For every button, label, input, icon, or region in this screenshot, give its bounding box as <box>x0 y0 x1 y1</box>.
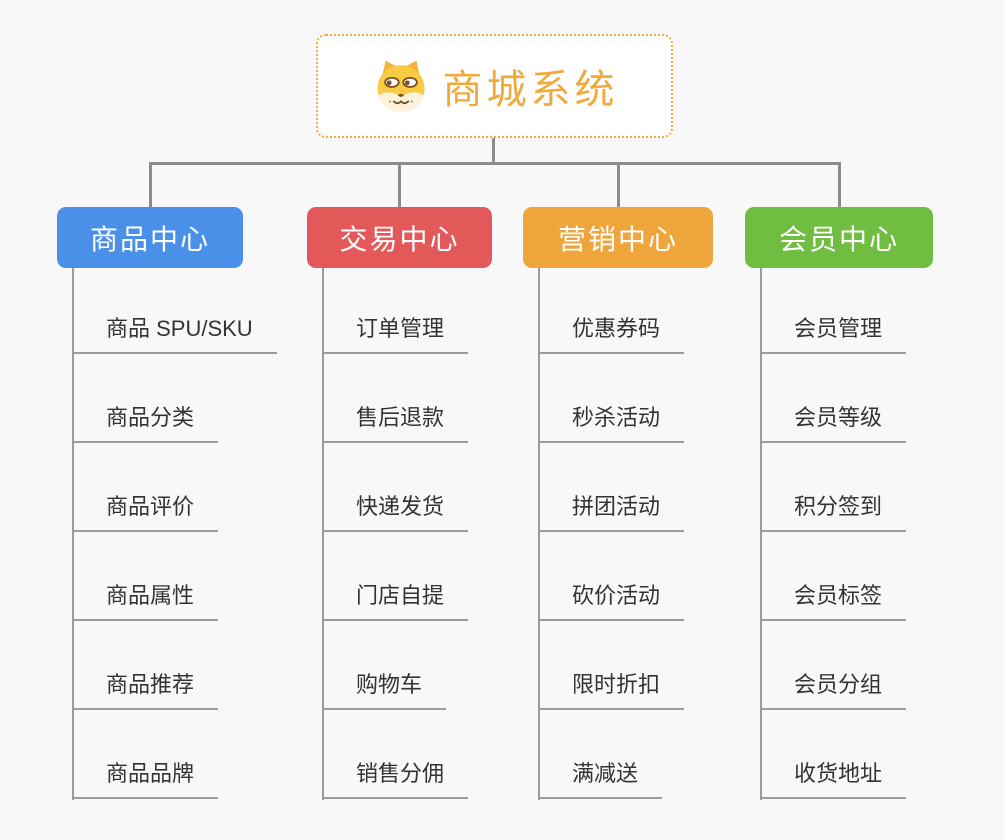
root-title: 商城系统 <box>442 68 619 112</box>
connector-line <box>148 162 152 207</box>
connector-line <box>398 162 401 207</box>
connector-line <box>538 268 540 800</box>
child-topic[interactable]: 会员标签 <box>760 581 907 621</box>
child-topic[interactable]: 商品评价 <box>72 492 219 532</box>
connector-line <box>72 268 74 800</box>
child-topic[interactable]: 售后退款 <box>322 403 469 443</box>
child-topic[interactable]: 积分签到 <box>760 492 907 532</box>
child-topic[interactable]: 快递发货 <box>322 492 469 532</box>
child-topic[interactable]: 商品品牌 <box>72 759 219 799</box>
child-topic[interactable]: 商品 SPU/SKU <box>72 314 277 354</box>
child-topic[interactable]: 会员等级 <box>760 403 907 443</box>
child-topic[interactable]: 商品推荐 <box>72 670 219 710</box>
connector-line <box>148 162 841 165</box>
child-topic[interactable]: 销售分佣 <box>322 759 469 799</box>
child-topic[interactable]: 会员管理 <box>760 314 907 354</box>
child-topic[interactable]: 限时折扣 <box>538 670 685 710</box>
connector-line <box>760 268 762 800</box>
child-topic[interactable]: 优惠券码 <box>538 314 685 354</box>
child-topic[interactable]: 砍价活动 <box>538 581 685 621</box>
branch-node[interactable]: 营销中心 <box>523 207 713 268</box>
connector-line <box>491 138 495 165</box>
child-topic[interactable]: 购物车 <box>322 670 447 710</box>
child-topic[interactable]: 拼团活动 <box>538 492 685 532</box>
root-node[interactable]: 商城系统 <box>316 34 673 138</box>
child-topic[interactable]: 秒杀活动 <box>538 403 685 443</box>
branch-node[interactable]: 商品中心 <box>57 207 243 268</box>
child-topic[interactable]: 订单管理 <box>322 314 469 354</box>
connector-line <box>837 162 841 207</box>
child-topic[interactable]: 商品属性 <box>72 581 219 621</box>
dog-face-icon <box>371 57 431 115</box>
branch-node[interactable]: 交易中心 <box>307 207 492 268</box>
connector-line <box>616 162 620 207</box>
child-topic[interactable]: 收货地址 <box>760 759 907 799</box>
child-topic[interactable]: 商品分类 <box>72 403 219 443</box>
connector-line <box>322 268 324 800</box>
child-topic[interactable]: 会员分组 <box>760 670 907 710</box>
branch-node[interactable]: 会员中心 <box>745 207 933 268</box>
child-topic[interactable]: 门店自提 <box>322 581 469 621</box>
child-topic[interactable]: 满减送 <box>538 759 663 799</box>
